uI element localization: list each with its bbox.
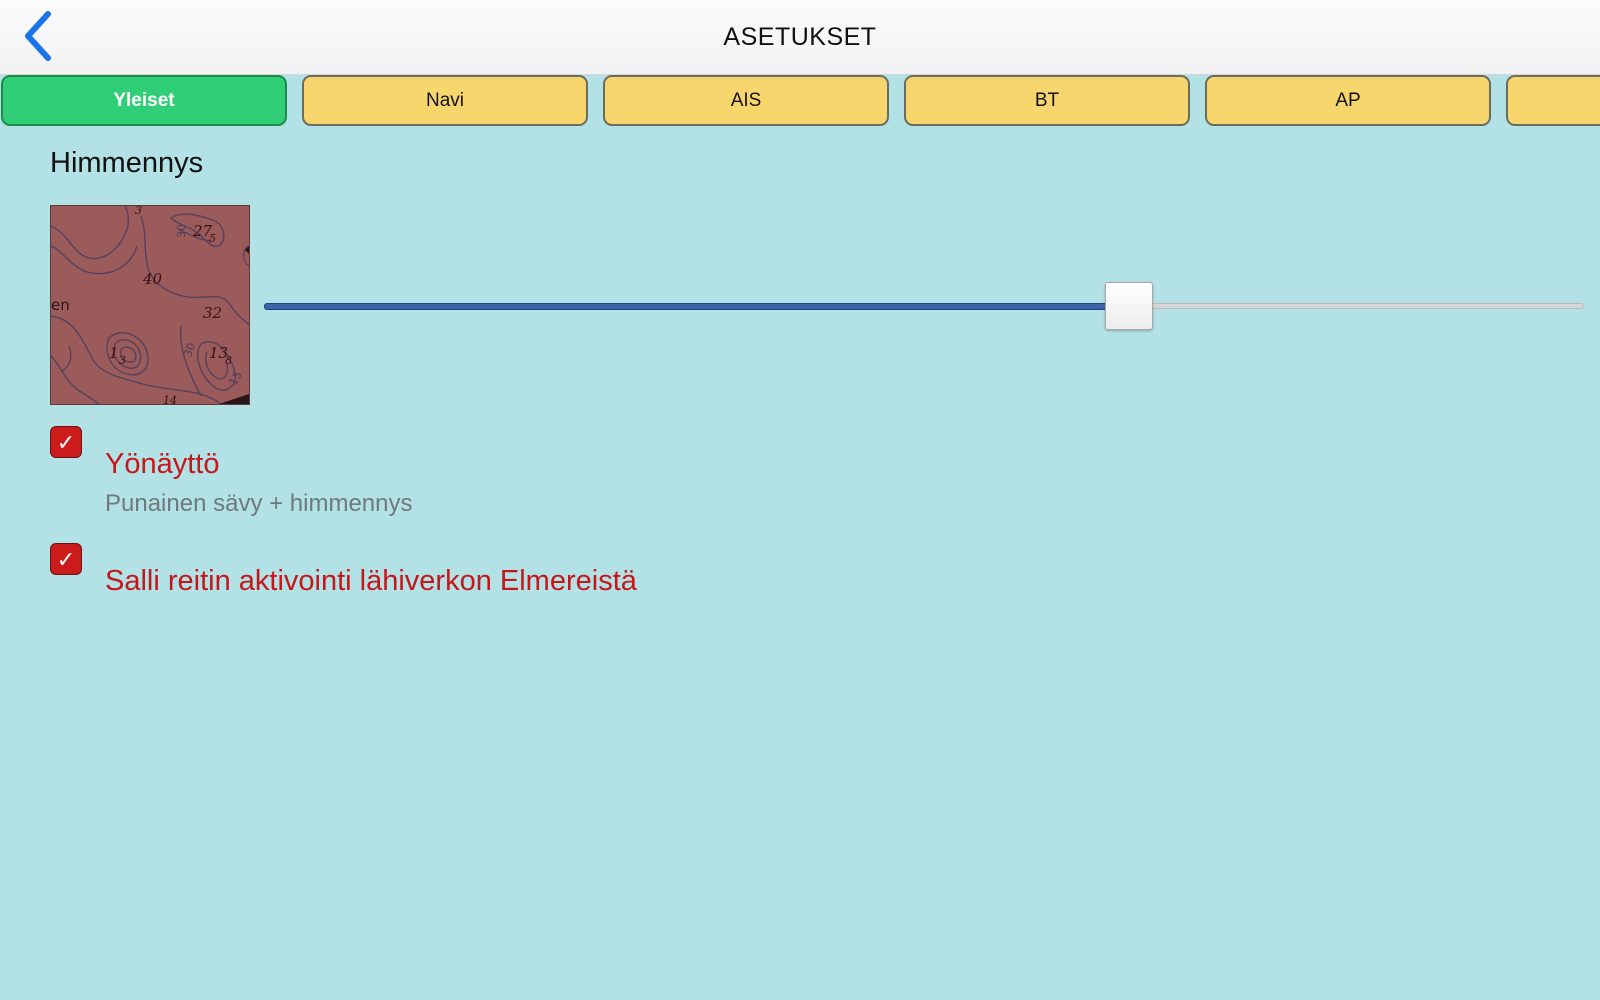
map-label: 1 — [109, 344, 119, 362]
allow-route-activation-checkbox[interactable]: ✓ — [50, 543, 82, 575]
dimming-preview-map: 27 5 40 32 1 3 13 8 14 3 30 30 15 en — [50, 205, 250, 405]
back-button[interactable] — [8, 6, 68, 66]
header-bar: ASETUKSET — [0, 0, 1600, 75]
dimming-slider[interactable] — [264, 280, 1586, 332]
slider-thumb[interactable] — [1105, 282, 1153, 330]
page-title: ASETUKSET — [723, 23, 877, 51]
night-mode-label[interactable]: Yönäyttö — [105, 448, 220, 480]
map-label: 40 — [142, 270, 163, 288]
tab-ais[interactable]: AIS — [603, 75, 889, 126]
map-label: 3 — [119, 354, 126, 367]
tab-more[interactable] — [1506, 75, 1600, 126]
chevron-left-icon — [25, 11, 51, 61]
map-label: 8 — [225, 354, 232, 367]
dimming-section-title: Himmennys — [50, 147, 204, 179]
tab-ap[interactable]: AP — [1205, 75, 1491, 126]
slider-fill — [264, 303, 1129, 310]
tab-navi[interactable]: Navi — [302, 75, 588, 126]
map-label: 14 — [163, 394, 177, 404]
map-label: 5 — [209, 232, 216, 245]
map-label: 30 — [175, 224, 188, 238]
tab-bar: Yleiset Navi AIS BT AP — [0, 74, 1600, 130]
tab-yleiset[interactable]: Yleiset — [1, 75, 287, 126]
allow-route-activation-label[interactable]: Salli reitin aktivointi lähiverkon Elmer… — [105, 565, 637, 597]
night-mode-checkbox[interactable]: ✓ — [50, 426, 82, 458]
map-label: 30 — [181, 341, 198, 359]
map-label: en — [51, 296, 70, 314]
map-label: 27 — [192, 222, 213, 240]
map-label: 15 — [227, 369, 245, 388]
map-label: 13 — [209, 344, 228, 362]
night-mode-description: Punainen sävy + himmennys — [105, 490, 413, 517]
tab-bt[interactable]: BT — [904, 75, 1190, 126]
map-label: 3 — [135, 206, 142, 217]
map-label: 32 — [203, 304, 222, 322]
